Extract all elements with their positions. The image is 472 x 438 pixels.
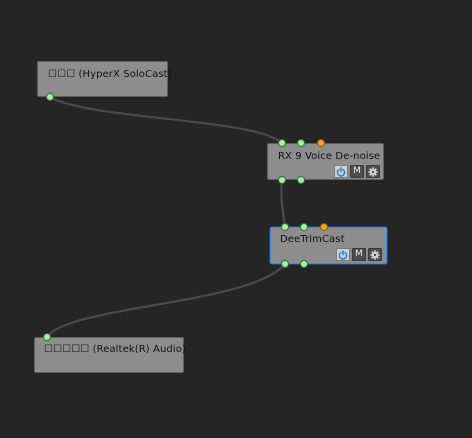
power-icon <box>336 166 346 177</box>
deetrimcast-node[interactable]: DeeTrimCast M <box>270 227 387 264</box>
rx9-mute-button[interactable]: M <box>350 165 364 178</box>
deetrimcast-mute-button[interactable]: M <box>352 248 366 261</box>
deetrimcast-output-port-left[interactable] <box>281 260 289 268</box>
rx9-power-button[interactable] <box>334 165 348 178</box>
rx9-settings-button[interactable] <box>366 165 380 178</box>
input-device-title: ☐☐☐ (HyperX SoloCast) <box>48 69 172 80</box>
wire-deetrimcast-to-realtek[interactable] <box>46 263 286 338</box>
rx9-sidechain-port[interactable] <box>317 139 325 147</box>
wire-solocast-to-rx9[interactable] <box>49 96 283 144</box>
input-device-output-port[interactable] <box>46 93 54 101</box>
deetrimcast-sidechain-port[interactable] <box>320 223 328 231</box>
output-device-node[interactable]: ☐☐☐☐☐ (Realtek(R) Audio) <box>34 337 186 373</box>
deetrimcast-input-port-right[interactable] <box>300 223 308 231</box>
gear-icon <box>370 249 380 260</box>
wire-rx9-to-deetrimcast[interactable] <box>280 179 287 228</box>
rx9-denoise-node[interactable]: RX 9 Voice De-noise M <box>267 143 384 180</box>
deetrimcast-title: DeeTrimCast <box>280 234 345 245</box>
output-device-title: ☐☐☐☐☐ (Realtek(R) Audio) <box>44 344 186 355</box>
input-device-node[interactable]: ☐☐☐ (HyperX SoloCast) <box>37 61 172 97</box>
output-device-input-port[interactable] <box>43 333 51 341</box>
rx9-input-port-right[interactable] <box>297 139 305 147</box>
gear-icon <box>368 166 378 177</box>
deetrimcast-power-button[interactable] <box>336 248 350 261</box>
rx9-output-port-left[interactable] <box>278 176 286 184</box>
rx9-denoise-title: RX 9 Voice De-noise <box>278 151 381 162</box>
deetrimcast-input-port-left[interactable] <box>281 223 289 231</box>
rx9-input-port-left[interactable] <box>278 139 286 147</box>
rx9-output-port-right[interactable] <box>297 176 305 184</box>
deetrimcast-settings-button[interactable] <box>368 248 382 261</box>
power-icon <box>338 249 348 260</box>
deetrimcast-output-port-right[interactable] <box>300 260 308 268</box>
